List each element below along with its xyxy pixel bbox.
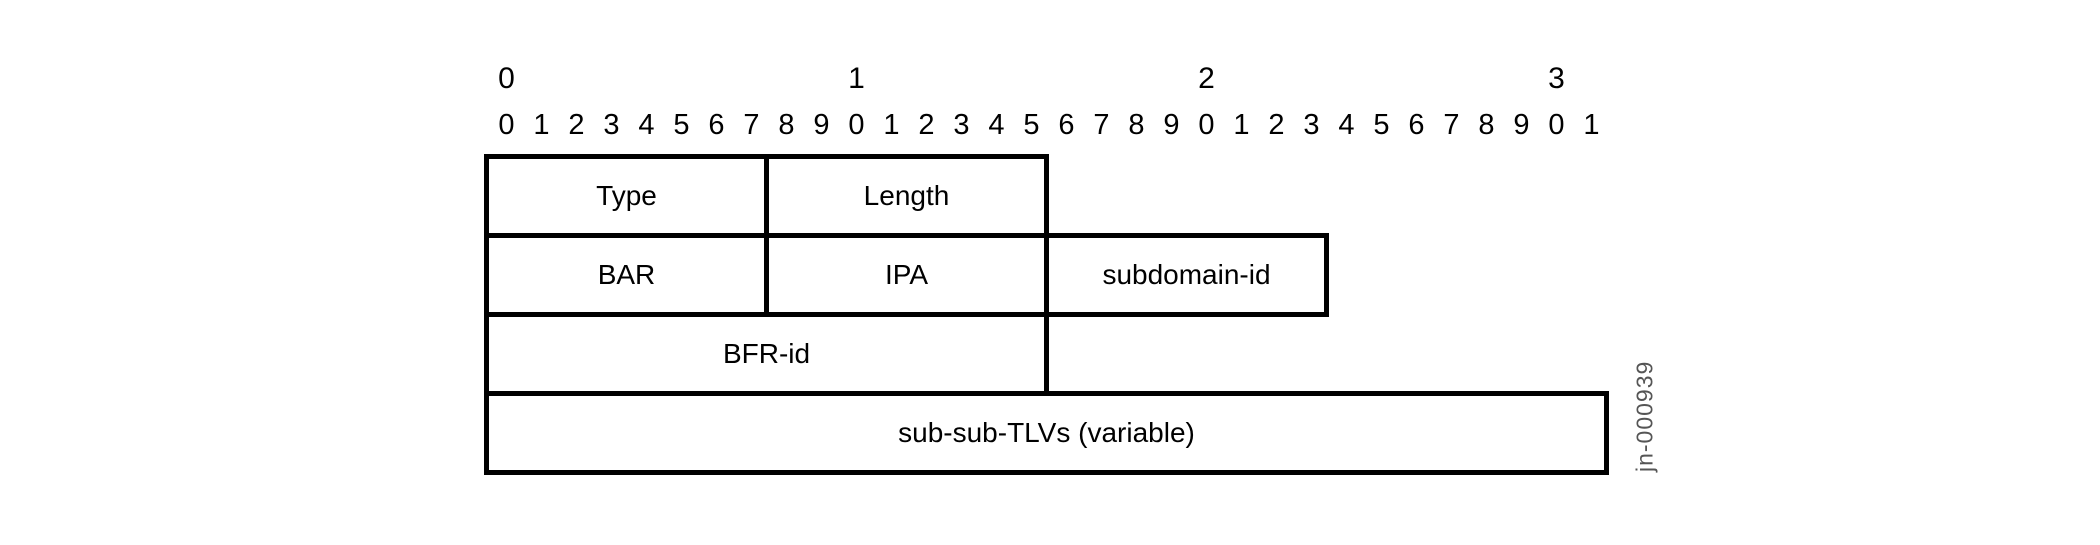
field-label: sub-sub-TLVs (variable) <box>898 417 1195 448</box>
bit-number: 2 <box>918 109 935 141</box>
field-label: Type <box>596 180 657 211</box>
bit-number: 3 <box>953 109 970 141</box>
bit-number: 0 <box>498 109 515 141</box>
bit-number: 8 <box>1128 109 1145 141</box>
bit-number: 5 <box>1023 109 1040 141</box>
field-label: IPA <box>884 259 929 290</box>
bit-number: 7 <box>1443 109 1460 141</box>
bit-number: 1 <box>1233 109 1250 141</box>
bit-number: 8 <box>778 109 795 141</box>
bit-number: 7 <box>743 109 760 141</box>
field-row: BFR-id <box>484 312 1609 396</box>
bit-number: 1 <box>883 109 900 141</box>
bit-number: 8 <box>1478 109 1495 141</box>
bit-group-label: 2 <box>1198 62 1215 95</box>
field-label: BAR <box>597 259 656 290</box>
bit-number: 6 <box>1408 109 1425 141</box>
field-cell-type: Type <box>484 154 769 238</box>
bit-number: 1 <box>1583 109 1600 141</box>
field-cell-bar: BAR <box>484 233 769 317</box>
bit-number: 0 <box>848 109 865 141</box>
bit-number: 2 <box>568 109 585 141</box>
bit-group-label: 3 <box>1548 62 1565 95</box>
bit-group-label: 0 <box>498 62 515 95</box>
field-cell-sub-sub-tlvs-variable: sub-sub-TLVs (variable) <box>484 391 1609 475</box>
bit-number: 0 <box>1548 109 1565 141</box>
bit-number: 4 <box>1338 109 1355 141</box>
field-cell-subdomain-id: subdomain-id <box>1044 233 1329 317</box>
field-row: sub-sub-TLVs (variable) <box>484 391 1609 475</box>
bit-number: 6 <box>1058 109 1075 141</box>
bit-number: 5 <box>673 109 690 141</box>
figure-id-watermark: jn-000939 <box>1631 360 1658 472</box>
bit-number: 9 <box>1163 109 1180 141</box>
bit-number: 6 <box>708 109 725 141</box>
ruler-group-labels: 0 1 2 3 <box>489 60 1609 98</box>
field-cell-ipa: IPA <box>764 233 1049 317</box>
bit-group-label: 1 <box>848 62 865 95</box>
field-label: BFR-id <box>722 338 811 369</box>
bit-number: 9 <box>1513 109 1530 141</box>
bit-number: 4 <box>638 109 655 141</box>
bit-number: 2 <box>1268 109 1285 141</box>
bit-number: 3 <box>603 109 620 141</box>
bit-number: 9 <box>813 109 830 141</box>
field-label: Length <box>863 180 950 211</box>
field-row: BAR IPA subdomain-id <box>484 233 1609 317</box>
bit-number: 3 <box>1303 109 1320 141</box>
bit-number: 1 <box>533 109 550 141</box>
field-cell-bfr-id: BFR-id <box>484 312 1049 396</box>
field-row: Type Length <box>484 154 1609 238</box>
bit-number: 5 <box>1373 109 1390 141</box>
field-cell-length: Length <box>764 154 1049 238</box>
bit-number: 7 <box>1093 109 1110 141</box>
bit-number: 0 <box>1198 109 1215 141</box>
field-label: subdomain-id <box>1102 259 1271 290</box>
bit-number: 4 <box>988 109 1005 141</box>
